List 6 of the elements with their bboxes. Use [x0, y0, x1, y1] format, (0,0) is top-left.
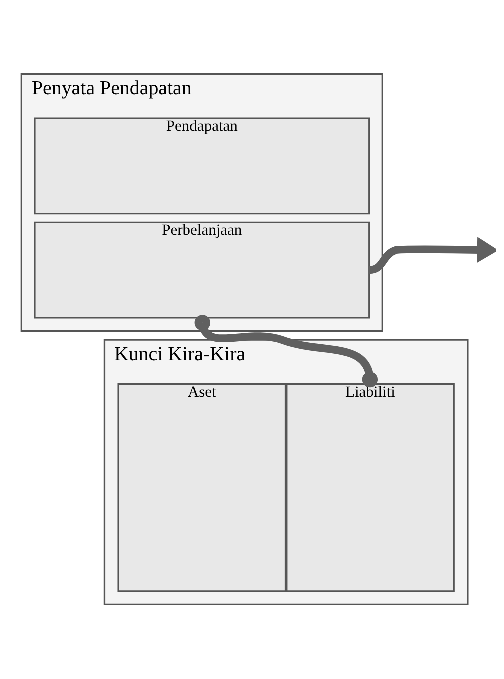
node-box: Liabiliti [286, 384, 455, 592]
arrow [369, 237, 496, 274]
node-box: Pendapatan [34, 118, 370, 215]
node-box: Perbelanjaan [34, 222, 370, 319]
node-box: Aset [118, 384, 287, 592]
connector [194, 315, 378, 388]
